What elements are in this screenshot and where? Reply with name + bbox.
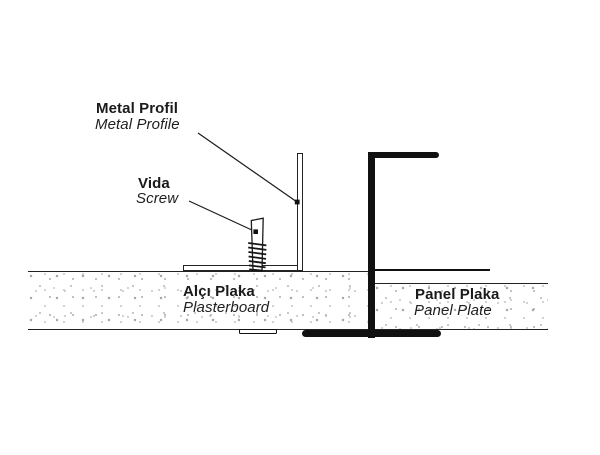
- panel-channel-top-flange: [368, 152, 439, 159]
- plasterboard-band: [28, 271, 368, 330]
- metal-profile-label-en: Metal Profile: [95, 115, 180, 133]
- screw-backing-plate: [239, 328, 277, 334]
- screw-label-en: Screw: [136, 190, 179, 207]
- panel-plate-band: [374, 283, 548, 330]
- panel-channel-web: [368, 152, 375, 338]
- screw-drawing: [248, 217, 267, 272]
- screw-label-tr: Vida: [138, 175, 170, 192]
- screw-shank: [250, 217, 264, 272]
- metal-profile-leader-line: [197, 132, 298, 203]
- panel-plate-label-tr: Panel Plaka: [415, 286, 500, 303]
- metal-profile-web: [297, 153, 303, 271]
- panel-channel-bottom-flange: [301, 329, 441, 337]
- plasterboard-label-tr: Alçı Plaka: [183, 283, 255, 300]
- panel-plate-label-en: Panel Plate: [414, 301, 492, 319]
- metal-profile-flange: [183, 265, 303, 271]
- screw-leader-dot: [253, 229, 258, 234]
- metal-profile-label-tr: Metal Profil: [96, 100, 179, 117]
- plasterboard-label-en: Plasterboard: [183, 298, 270, 316]
- screw-leader-line: [188, 200, 255, 232]
- panel-top-skin-line: [374, 268, 490, 272]
